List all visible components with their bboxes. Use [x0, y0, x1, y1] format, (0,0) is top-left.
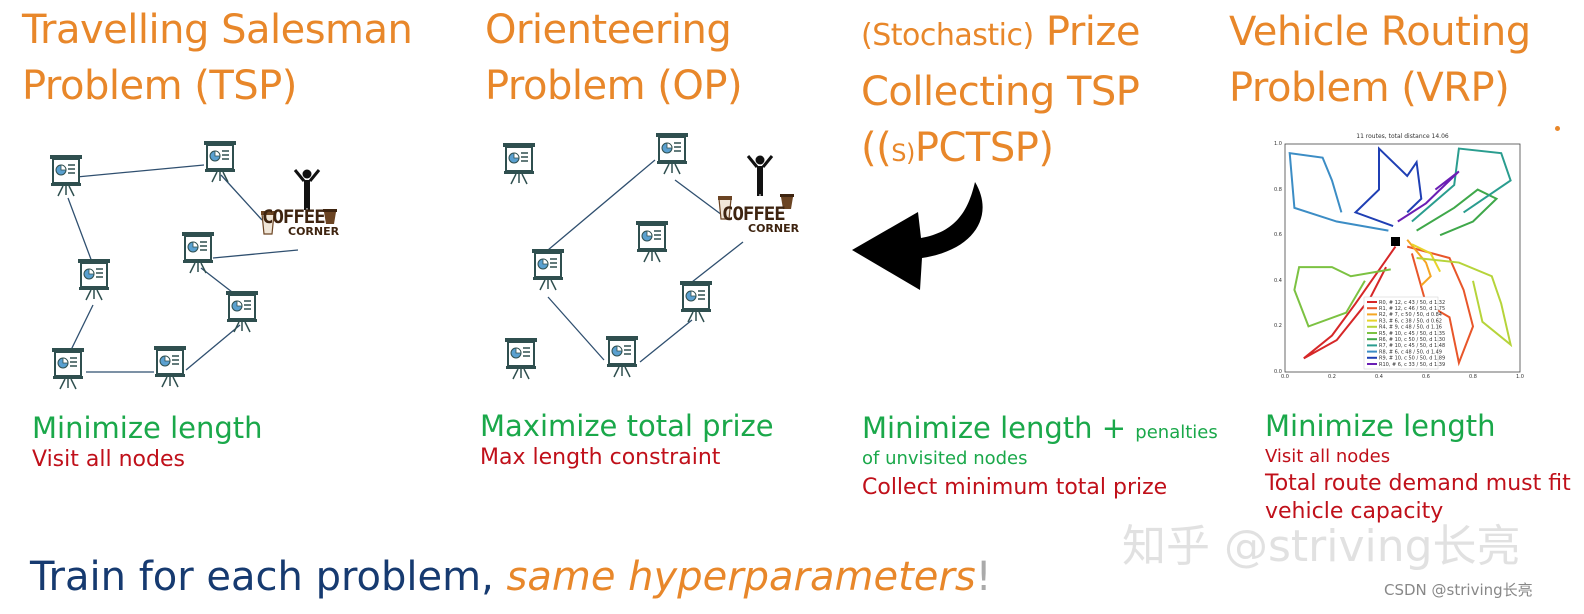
vrp-legend-label: R0, # 12, c 43 / 50, d 1.32 — [1379, 300, 1445, 306]
vrp-route-line — [1411, 147, 1512, 223]
tsp-node — [203, 140, 237, 183]
op-node — [605, 335, 639, 378]
op-node — [531, 248, 565, 291]
vrp-route-line — [1411, 243, 1441, 273]
op-node — [679, 280, 713, 323]
vrp-x-tick: 0.2 — [1328, 374, 1336, 380]
person-icon — [293, 168, 321, 212]
bottom-caption: Train for each problem, same hyperparame… — [30, 554, 992, 600]
op-node — [635, 220, 669, 263]
vrp-x-tick: 0.0 — [1281, 374, 1289, 380]
vrp-legend-label: R2, # 7, c 50 / 50, d 0.84 — [1379, 312, 1442, 318]
vrp-legend-label: R1, # 12, c 46 / 50, d 1.75 — [1379, 306, 1445, 312]
person-icon — [746, 154, 774, 198]
coffee-corner-logo: COFFEE CORNER — [722, 203, 800, 235]
vrp-route-line — [1416, 188, 1499, 237]
csdn-watermark: CSDN @striving长亮 — [1384, 581, 1533, 599]
vrp-plot-title: 11 routes, total distance 14.06 — [1356, 133, 1449, 140]
vrp-x-tick: 1.0 — [1516, 374, 1524, 380]
op-title: Orienteering Problem (OP) — [485, 7, 743, 109]
vrp-route-line — [1353, 146, 1423, 228]
tsp-edges — [65, 164, 299, 373]
coffee-corner-logo: COFFEE CORNER — [262, 206, 340, 238]
vrp-route-line — [1416, 257, 1513, 348]
op-description: Maximize total prize Max length constrai… — [480, 409, 774, 470]
vrp-legend-label: R4, # 9, c 48 / 50, d 1.16 — [1379, 325, 1442, 331]
vrp-legend-label: R10, # 6, c 33 / 50, d 1.39 — [1379, 362, 1445, 368]
op-node — [502, 142, 536, 185]
vrp-y-tick: 1.0 — [1274, 141, 1282, 147]
vrp-legend-label: R9, # 10, c 50 / 50, d 1.89 — [1379, 356, 1445, 362]
vrp-y-tick: 0.4 — [1274, 277, 1282, 284]
vrp-depot — [1391, 237, 1400, 246]
vrp-route-line — [1293, 266, 1391, 328]
tsp-description: Minimize length Visit all nodes — [32, 411, 263, 472]
vrp-y-tick: 0.0 — [1274, 369, 1282, 375]
orange-dot — [1555, 126, 1560, 131]
tsp-nodes — [49, 140, 259, 390]
curved-arrow-icon — [852, 182, 983, 290]
tsp-node — [225, 290, 259, 333]
vrp-route-line — [1397, 170, 1460, 223]
tsp-node — [181, 231, 215, 274]
vrp-x-tick: 0.4 — [1375, 374, 1383, 380]
vrp-legend-label: R8, # 6, c 48 / 50, d 1.49 — [1379, 349, 1442, 355]
vrp-legend-label: R3, # 6, c 38 / 50, d 0.62 — [1379, 318, 1442, 324]
vrp-y-tick: 0.2 — [1274, 323, 1282, 330]
op-nodes — [502, 132, 713, 380]
vrp-title: Vehicle Routing Problem (VRP) — [1229, 9, 1531, 111]
vrp-x-tick: 0.8 — [1469, 374, 1477, 380]
op-node — [504, 337, 538, 380]
vrp-x-tick: 0.6 — [1422, 374, 1430, 380]
pctsp-description: Minimize length + penalties of unvisited… — [862, 411, 1218, 500]
vrp-y-tick: 0.6 — [1274, 232, 1282, 239]
tsp-node — [77, 258, 111, 301]
vrp-route-line — [1406, 239, 1432, 287]
vrp-legend-label: R6, # 10, c 50 / 50, d 1.30 — [1379, 337, 1445, 343]
pctsp-title: (Stochastic) Prize Collecting TSP ((S)PC… — [861, 9, 1141, 171]
tsp-node — [153, 345, 187, 388]
vrp-route-line — [1288, 151, 1389, 232]
tsp-node — [49, 154, 83, 197]
op-node — [655, 132, 689, 175]
vrp-legend-label: R5, # 10, c 45 / 50, d 1.35 — [1379, 331, 1445, 337]
vrp-y-tick: 0.8 — [1274, 186, 1282, 193]
tsp-title: Travelling Salesman Problem (TSP) — [22, 7, 413, 109]
vrp-legend-label: R7, # 10, c 45 / 50, d 1.48 — [1379, 343, 1445, 349]
op-edges — [547, 159, 744, 363]
tsp-node — [51, 347, 85, 390]
vrp-description: Minimize length Visit all nodes Total ro… — [1265, 409, 1571, 524]
zhihu-watermark: 知乎 @striving长亮 — [1122, 521, 1521, 572]
